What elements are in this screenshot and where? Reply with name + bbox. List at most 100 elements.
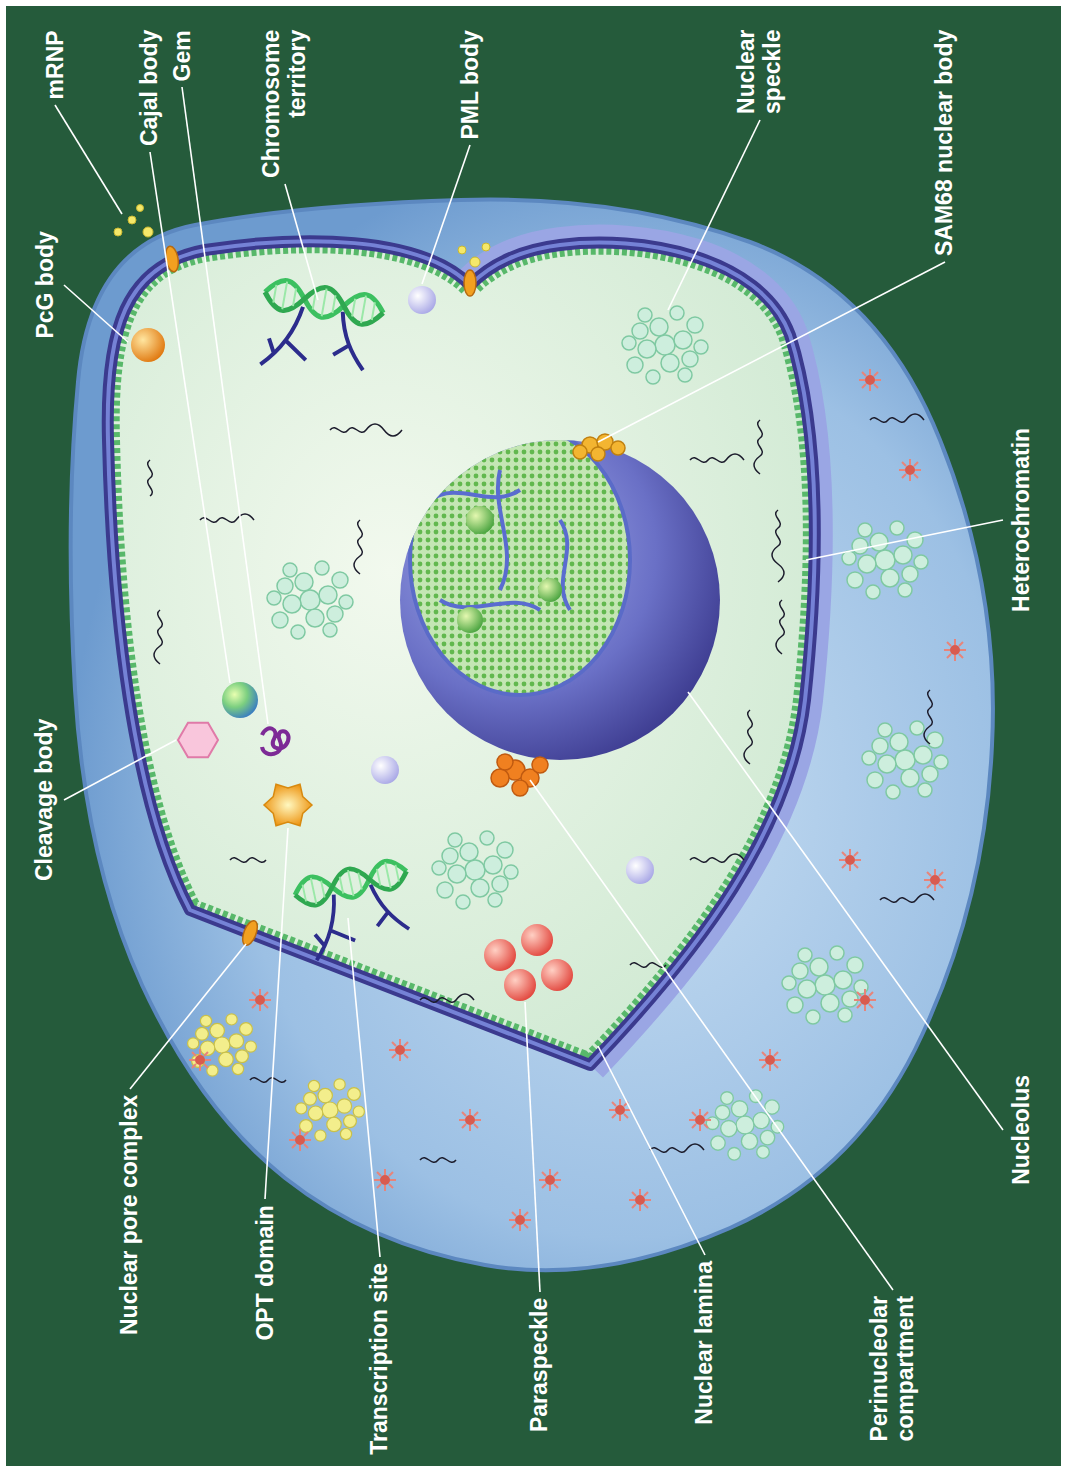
ribosomes	[389, 1039, 411, 1061]
ribosomes	[629, 1189, 651, 1211]
cytoplasm-speckles	[862, 721, 948, 799]
part-label: Cleavage body	[32, 719, 58, 881]
nuclear-speckles	[622, 306, 708, 384]
nuclear-bodies	[252, 277, 385, 384]
ribosomes	[854, 989, 876, 1011]
part-label: Nuclear lamina	[692, 1261, 718, 1425]
ribosomes	[839, 849, 861, 871]
nucleus	[108, 241, 815, 1065]
cleavage-body	[178, 723, 218, 758]
ribosomes	[859, 369, 881, 391]
pml-body	[408, 286, 436, 314]
nucleus	[108, 241, 815, 1065]
nucleolus	[400, 425, 720, 760]
leader-line	[688, 692, 1003, 1130]
nuclear-pores	[464, 270, 476, 296]
mrnp-particles	[143, 227, 153, 237]
pml-body	[626, 856, 654, 884]
ribosomes	[249, 989, 271, 1011]
part-label: Paraspeckle	[527, 1298, 553, 1432]
cytoplasm-speckles	[706, 1090, 783, 1160]
perinucleolar-compartment	[512, 780, 528, 796]
ribosomes	[539, 1169, 561, 1191]
mrnp-particles	[482, 243, 490, 251]
ribosomes	[899, 459, 921, 481]
paraspeckle	[521, 924, 553, 956]
pcg-body	[131, 328, 165, 362]
part-label: PML body	[457, 30, 483, 139]
mrnp-particles	[137, 205, 144, 212]
paraspeckle	[484, 924, 573, 1001]
cytoplasm-speckles	[782, 946, 868, 1024]
leader-line	[348, 918, 380, 1257]
leader-line	[668, 120, 760, 310]
nuclear-pores	[164, 245, 476, 947]
ribosomes	[189, 1049, 211, 1071]
perinucleolar-compartment	[497, 754, 513, 770]
part-label: PcG body	[32, 231, 58, 338]
part-label: Cajal body	[137, 30, 163, 146]
part-label: Gem	[169, 30, 195, 81]
ribosomes	[459, 1109, 481, 1131]
nucleolus	[430, 470, 570, 610]
green-panel	[6, 6, 1061, 1466]
leader-line	[265, 828, 288, 1199]
mrnp-particles	[114, 228, 122, 236]
sam68-body	[573, 434, 625, 461]
ribosomes	[759, 1049, 781, 1071]
perinucleolar-compartment	[491, 769, 509, 787]
leader-line	[285, 184, 318, 300]
yellow-clusters	[296, 1079, 365, 1141]
perinucleolar-compartment	[532, 757, 548, 773]
ribosomes	[374, 1169, 396, 1191]
ribosomes	[924, 869, 946, 891]
nucleus	[108, 241, 815, 1065]
leader-line	[598, 1046, 705, 1255]
paraspeckle	[541, 959, 573, 991]
cytoplasm-speckles	[842, 521, 928, 599]
part-label: SAM68 nuclear body	[932, 30, 958, 256]
chromatin-fibers	[148, 420, 785, 1002]
part-label: mRNP	[42, 30, 68, 99]
nuclear-speckles	[267, 561, 353, 639]
opt-domain	[264, 784, 312, 826]
nucleolus	[410, 425, 630, 695]
mrnp-particles	[470, 257, 480, 267]
mrnp-particles	[128, 216, 136, 224]
ribosomes	[944, 639, 966, 661]
nucleolus	[457, 607, 483, 633]
mrnp-particles	[114, 205, 490, 268]
leader-line	[530, 780, 893, 1290]
nucleolus	[538, 578, 562, 602]
nucleus	[108, 241, 815, 1065]
chromatin-fibers	[148, 420, 785, 1002]
part-label: Nuclear pore complex	[117, 1095, 143, 1335]
leader-line	[806, 520, 1003, 560]
gem	[262, 728, 289, 754]
nucleolus	[410, 425, 630, 695]
leader-lines	[55, 87, 1003, 1292]
nucleolus	[466, 506, 494, 534]
pml-body	[371, 756, 399, 784]
perinucleolar-compartment	[491, 754, 548, 796]
part-label: Transcription site	[367, 1263, 393, 1455]
leader-line	[64, 285, 128, 342]
paraspeckle	[504, 969, 536, 1001]
sam68-body	[611, 441, 625, 455]
part-label: Heterochromatin	[1009, 428, 1035, 612]
sam68-body	[591, 447, 605, 461]
leader-line	[422, 145, 470, 284]
ribosomes	[289, 1129, 311, 1151]
leader-line	[182, 87, 268, 724]
nucleus	[108, 241, 815, 1065]
cajal-body	[222, 682, 258, 718]
cell	[71, 200, 993, 1271]
leader-line	[525, 1002, 540, 1292]
part-label: OPT domain	[252, 1205, 278, 1340]
ribosomes	[689, 1109, 711, 1131]
part-label: Nuclear speckle	[734, 30, 786, 114]
leader-line	[150, 152, 230, 683]
